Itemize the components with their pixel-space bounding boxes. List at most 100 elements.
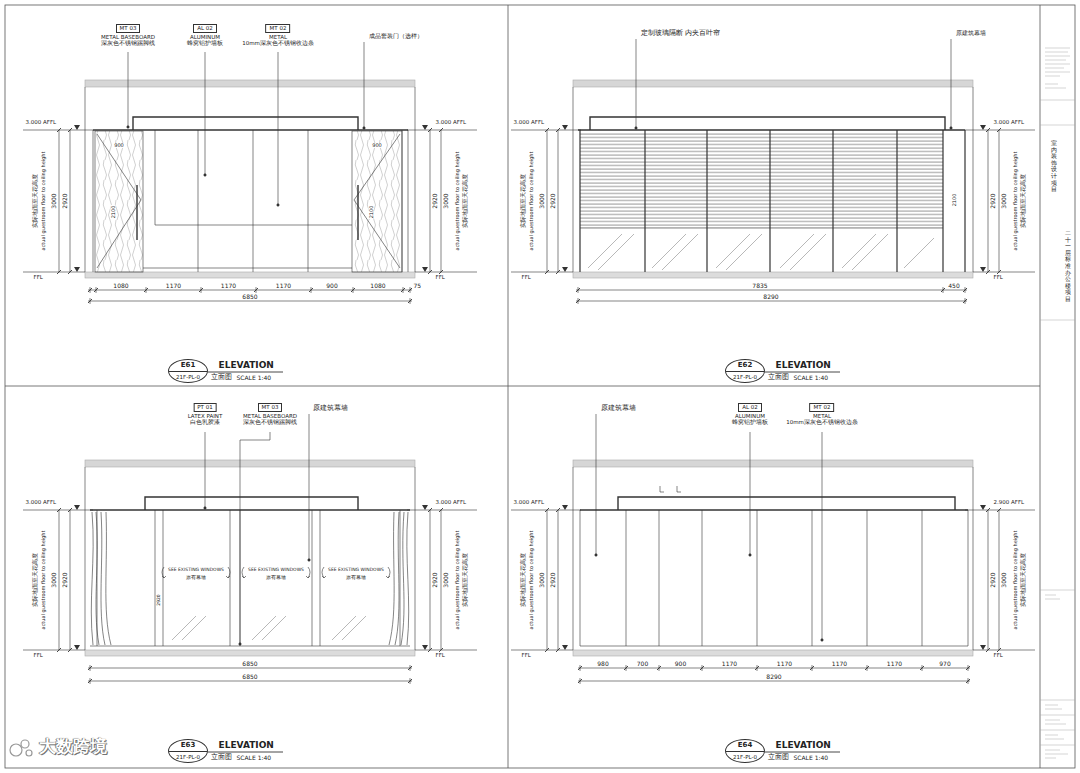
dimension-tick <box>556 128 560 132</box>
view-number: E63 <box>169 740 207 752</box>
title-strip-part <box>1045 595 1056 596</box>
height-note: 实际地面至天花高度 <box>520 553 526 608</box>
elevation-e63-part <box>85 460 415 467</box>
elevation-e61-part <box>85 272 415 278</box>
elevation-e62-part <box>726 234 762 270</box>
title-underline <box>765 372 840 373</box>
height-note: 实际地面至天花高度 <box>462 174 468 229</box>
dimension: 3000 <box>443 193 449 209</box>
material-callout: MT 03METAL BASEBOARD深灰色不锈钢踢脚线 <box>243 403 297 426</box>
dimension-tick <box>68 270 72 274</box>
level-mark: FFL <box>33 653 43 659</box>
dimension-line <box>59 130 60 272</box>
elevation-e62-part <box>662 234 698 270</box>
watermark-logo-part <box>26 750 32 756</box>
material-code: AL 02 <box>193 24 217 33</box>
material-name: 深灰色不锈钢踢脚线 <box>101 40 155 47</box>
title-strip-part <box>1045 739 1064 740</box>
dimension-tick <box>68 648 72 652</box>
dimension-line <box>70 130 71 272</box>
elevation-e62-part <box>832 130 833 272</box>
level-triangle <box>562 125 568 130</box>
material-callout: AL 02ALUMINUM蜂窝铝护墙板 <box>732 403 768 426</box>
view-bubble: E6121F-PL-0 <box>168 359 208 383</box>
title-strip-part <box>1045 724 1066 725</box>
elevation-e61-part <box>198 130 199 272</box>
dimension: 1170 <box>776 661 792 667</box>
dimension-line <box>576 301 967 302</box>
level-line <box>23 650 85 651</box>
elevation-e64-part <box>968 510 969 646</box>
dimension-tick <box>986 508 990 512</box>
elevation-e64-part <box>596 414 597 555</box>
material-name: METAL BASEBOARD <box>243 413 297 420</box>
elevation-e63-part <box>155 510 156 646</box>
dimension-tick <box>545 508 549 512</box>
elevation-e64-part <box>702 510 703 646</box>
dimension-tick <box>556 508 560 512</box>
elevation-e63 <box>85 414 415 656</box>
dimension: 2100 <box>952 193 957 207</box>
dimension-tick <box>997 128 1001 132</box>
view-title: ELEVATION <box>218 361 274 370</box>
elevation-e62-part <box>951 39 952 128</box>
elevation-e64-part <box>573 467 574 650</box>
title-strip-part <box>1040 715 1075 716</box>
elevation-e62-part <box>896 130 897 272</box>
material-name: 蜂窝铝护墙板 <box>187 40 223 47</box>
dimension: 3000 <box>539 572 545 588</box>
dimension-tick <box>88 679 92 683</box>
elevation-e64 <box>573 414 973 656</box>
elevation-e61-part <box>93 130 94 272</box>
dimension-tick <box>68 128 72 132</box>
elevation-e62-part <box>573 272 973 278</box>
level-triangle <box>980 267 986 272</box>
material-code: MT 03 <box>116 24 141 33</box>
elevation-e63-part <box>389 512 409 645</box>
level-mark: 3.000 AFFL <box>435 120 467 126</box>
elevation-e64-part <box>626 510 627 646</box>
dimension: 980 <box>597 661 609 667</box>
elevation-e61-part <box>363 127 365 129</box>
dimension-tick <box>963 288 967 292</box>
elevation-e63-part <box>182 616 206 640</box>
elevation-e64-part <box>618 497 955 510</box>
level-triangle <box>422 125 428 130</box>
callout-text: 定制玻璃隔断 内夹百叶帘 <box>640 30 720 37</box>
dimension: 6850 <box>242 294 258 300</box>
level-line <box>511 130 581 131</box>
material-name: METAL <box>786 413 858 420</box>
dimension: 1170 <box>721 661 737 667</box>
title-strip-part <box>1045 758 1056 759</box>
dimension: 3000 <box>443 572 449 588</box>
elevation-e63-part <box>230 510 231 646</box>
elevation-e63-part <box>240 432 270 644</box>
level-line <box>415 650 477 651</box>
title-strip-part <box>1045 84 1058 85</box>
material-name: 深灰色不锈钢踢脚线 <box>243 419 297 426</box>
elevation-e62-part <box>598 234 634 270</box>
sheet-number: 21F-PL-0 <box>169 372 207 382</box>
dimension-tick <box>700 666 704 670</box>
title-strip-part <box>1045 48 1070 49</box>
title-strip-part <box>1045 68 1064 69</box>
title-underline <box>208 372 283 373</box>
dimension: 2920 <box>62 572 68 588</box>
dimension-tick <box>576 288 580 292</box>
dimension: 2920 <box>432 193 438 209</box>
level-triangle <box>562 645 568 650</box>
dimension-tick <box>408 666 412 670</box>
dimension-tick <box>428 270 432 274</box>
elevation-e62-part <box>769 130 770 272</box>
level-line <box>407 130 477 131</box>
view-title: ELEVATION <box>775 741 831 750</box>
elevation-e61-part <box>85 80 415 87</box>
scale-note: SCALE 1:40 <box>236 755 272 761</box>
title-strip-part <box>1040 320 1075 321</box>
title-strip-part <box>1045 720 1060 721</box>
elevation-e64-part <box>821 639 823 641</box>
elevation-e63-part <box>332 616 356 640</box>
dimension: 2100 <box>369 205 374 219</box>
dimension: 2920 <box>990 572 996 588</box>
dimension-line <box>441 510 442 650</box>
